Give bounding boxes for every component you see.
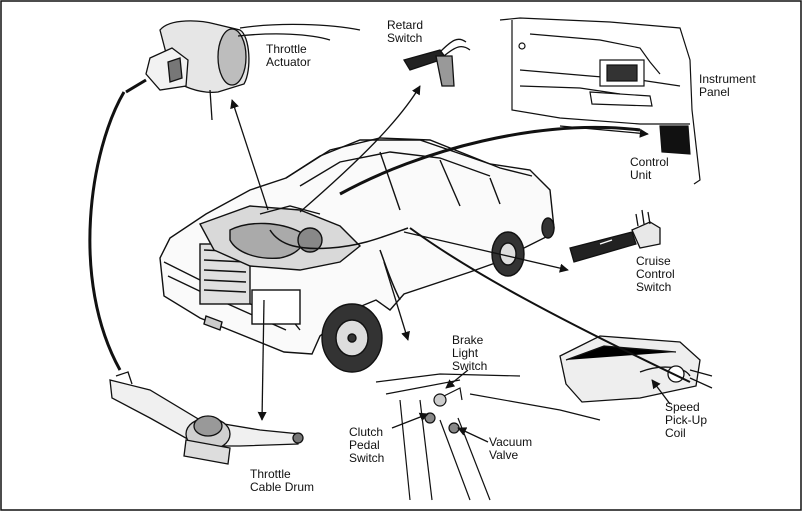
label-brake-light-switch: Brake Light Switch — [452, 333, 488, 373]
throttle-cable-drum-drawing — [109, 371, 304, 465]
arrow-cable-drum — [257, 299, 267, 421]
retard-switch-drawing — [403, 38, 471, 87]
pedal-assembly-drawing — [375, 373, 601, 501]
arrow-cruise-switch — [403, 231, 569, 273]
label-clutch-pedal-switch: Clutch Pedal Switch — [349, 425, 385, 465]
label-control-unit: Control Unit — [630, 155, 669, 182]
arrow-throttle-actuator — [230, 99, 269, 211]
arrow-retard-switch — [299, 85, 421, 213]
label-speed-pickup-coil: Speed Pick-Up Coil — [665, 400, 708, 440]
arrow-clutch-switch — [391, 412, 429, 429]
speed-sensor-wire — [409, 227, 691, 383]
arrow-control-unit — [559, 125, 649, 138]
label-instrument-panel: Instrument Panel — [699, 72, 756, 99]
cruise-control-switch-drawing — [569, 209, 661, 263]
throttle-cable — [88, 91, 126, 371]
leader-arrows — [230, 85, 671, 443]
label-throttle-actuator: Throttle Actuator — [266, 42, 311, 69]
label-retard-switch: Retard Switch — [387, 18, 424, 45]
arrow-speed-coil — [651, 379, 671, 405]
instrument-panel-drawing — [499, 17, 701, 185]
label-vacuum-valve: Vacuum Valve — [489, 435, 533, 462]
control-unit-harness — [339, 126, 641, 196]
arrow-brake-switch-lead — [445, 369, 469, 389]
label-cruise-control-switch: Cruise Control Switch — [636, 254, 675, 294]
speed-pickup-coil-drawing — [559, 335, 713, 403]
throttle-actuator-drawing — [125, 20, 361, 121]
label-throttle-cable-drum: Throttle Cable Drum — [250, 467, 315, 494]
cables — [88, 91, 691, 383]
car-drawing — [159, 137, 555, 373]
arrow-vacuum-valve — [457, 427, 489, 443]
arrow-brake-light — [383, 261, 410, 341]
